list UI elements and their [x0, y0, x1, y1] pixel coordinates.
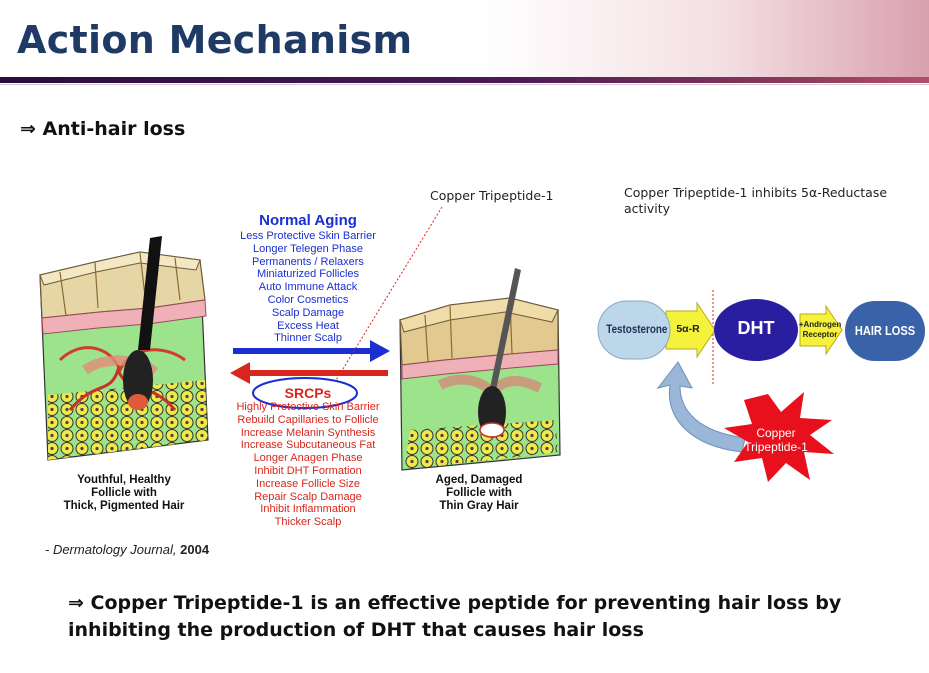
dht-pathway: [597, 290, 925, 482]
normal-aging-item: Miniaturized Follicles: [256, 268, 360, 281]
normal-aging-item: Less Protective Skin Barrier: [240, 230, 376, 242]
dht-label: DHT: [737, 318, 775, 338]
label-line: Follicle with: [91, 487, 157, 499]
copper-star-label: Copper Tripeptide-1: [744, 426, 808, 454]
label-line: Follicle with: [446, 487, 512, 499]
header-divider: [0, 77, 929, 83]
normal-aging-arrow: [233, 340, 390, 362]
source-year: 2004: [180, 542, 210, 557]
normal-aging-item: Longer Telegen Phase: [253, 242, 363, 255]
section-subtitle: ⇒ Anti-hair loss: [20, 118, 186, 140]
normal-aging-item: Thinner Scalp: [274, 332, 342, 345]
conclusion-text: ⇒ Copper Tripeptide-1 is an effective pe…: [68, 592, 842, 641]
srcps-item: Inhibit DHT Formation: [254, 464, 362, 477]
normal-aging-title: Normal Aging: [259, 212, 357, 229]
source-citation: - Dermatology Journal, 2004: [45, 542, 209, 557]
srcps-item: Highly Protective Skin Barrier: [236, 401, 380, 413]
label-line: Thick, Pigmented Hair: [63, 500, 185, 512]
enzyme-label: 5α-R: [676, 323, 700, 335]
receptor-line: +Androgen: [798, 320, 842, 329]
srcps-item: Inhibit Inflammation: [260, 503, 356, 516]
header-background: [0, 0, 929, 78]
srcps-title: SRCPs: [284, 385, 332, 401]
copper-tripeptide-caption: Copper Tripeptide-1: [430, 188, 554, 203]
normal-aging-list: Normal Aging Less Protective Skin Barrie…: [222, 212, 394, 345]
srcps-item: Repair Scalp Damage: [254, 490, 362, 503]
header-divider-thin: [0, 84, 929, 85]
normal-aging-item: Permanents / Relaxers: [252, 255, 364, 268]
srcps-item: Rebuild Capillaries to Follicle: [237, 413, 379, 426]
srcps-item: Longer Anagen Phase: [253, 452, 363, 465]
srcps-list: SRCPs Highly Protective Skin Barrier Reb…: [222, 385, 394, 529]
label-line: Aged, Damaged: [435, 474, 523, 486]
receptor-label: +Androgen Receptor: [798, 320, 842, 340]
srcps-item: Thicker Scalp: [274, 516, 342, 529]
normal-aging-item: Auto Immune Attack: [258, 281, 358, 294]
srcps-item: Increase Subcutaneous Fat: [240, 439, 376, 452]
srcps-item: Increase Follicle Size: [256, 477, 360, 490]
hair-loss-label: HAIR LOSS: [854, 323, 916, 338]
testosterone-label: Testosterone: [606, 322, 668, 336]
source-journal: - Dermatology Journal,: [45, 542, 177, 557]
healthy-follicle-label: Youthful, Healthy Follicle with Thick, P…: [38, 474, 210, 513]
normal-aging-item: Excess Heat: [277, 319, 339, 332]
label-line: Thin Gray Hair: [439, 500, 519, 512]
srcps-ellipse: [252, 377, 358, 409]
aged-follicle-illustration: [399, 268, 561, 471]
label-line: Youthful, Healthy: [77, 474, 171, 486]
normal-aging-item: Color Cosmetics: [267, 293, 349, 306]
srcps-arrow: [230, 362, 388, 384]
receptor-line: Receptor: [802, 330, 838, 339]
star-line: Copper: [756, 426, 796, 440]
inhibits-caption: Copper Tripeptide-1 inhibits 5α-Reductas…: [624, 185, 888, 216]
aged-follicle-label: Aged, Damaged Follicle with Thin Gray Ha…: [408, 474, 550, 513]
healthy-follicle-illustration: [39, 236, 209, 461]
normal-aging-item: Scalp Damage: [271, 306, 345, 319]
star-line: Tripeptide-1: [744, 440, 808, 454]
srcps-item: Increase Melanin Synthesis: [240, 426, 376, 439]
page-title: Action Mechanism: [17, 18, 413, 62]
